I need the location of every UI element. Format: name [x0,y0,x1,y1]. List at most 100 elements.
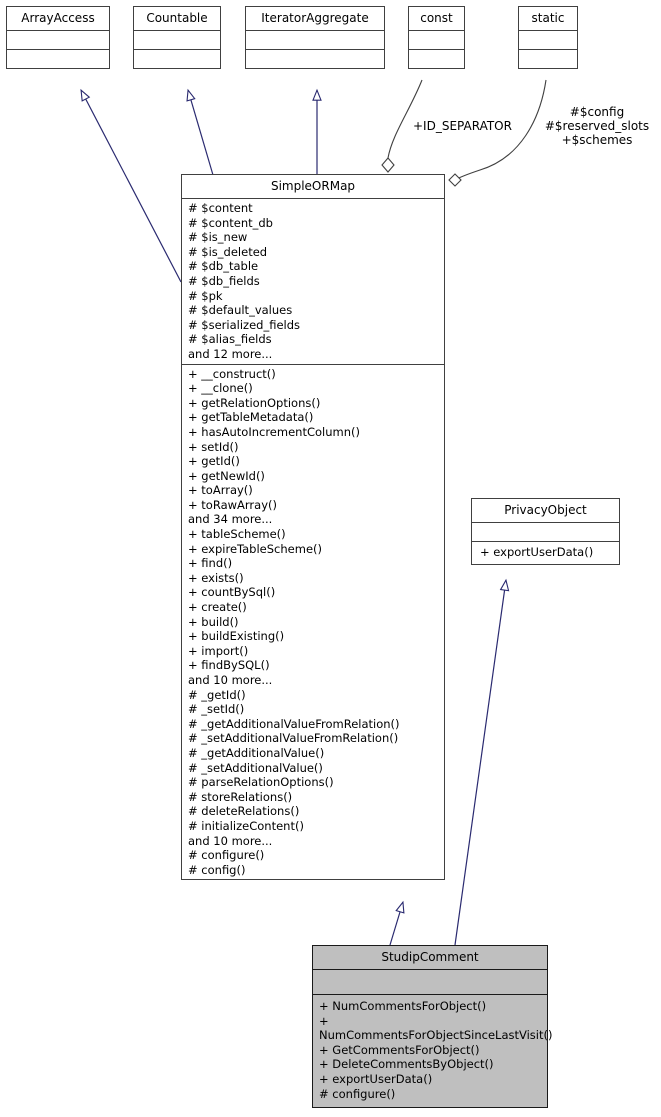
edge-studipcomment-to-privacyobject [454,578,510,946]
method-row: # _getAdditionalValue() [188,745,325,760]
method-row: + toRawArray() [188,497,277,512]
class-title: StudipComment [381,950,479,964]
compartment-divider [182,198,444,199]
method-row: # config() [188,862,246,877]
attributes-compartment [472,523,619,541]
method-row: + DeleteCommentsByObject() [319,1057,494,1072]
methods-compartment: + exportUserData() [472,542,619,564]
class-box-iterator-aggregate[interactable]: IteratorAggregate [245,6,385,69]
edge-studipcomment-to-simpleormap [389,900,405,946]
method-row: + getRelationOptions() [188,395,321,410]
method-row: + toArray() [188,483,253,498]
edge-label-static-members: #$config #$reserved_slots +$schemes [536,105,658,147]
method-row: + findBySQL() [188,658,270,673]
class-box-simple-ormap[interactable]: SimpleORMap # $content # $content_db # $… [181,174,445,881]
attribute-row: # $db_fields [188,273,260,288]
method-row: + GetCommentsForObject() [319,1042,480,1057]
class-box-countable[interactable]: Countable [133,6,221,69]
method-row: + tableScheme() [188,527,286,542]
attributes-compartment [519,31,577,49]
method-more-row: and 34 more... [188,512,273,527]
method-row: # configure() [188,848,265,863]
methods-compartment: + __construct() + __clone() + getRelatio… [182,365,444,880]
attributes-compartment [7,31,109,49]
class-title: static [531,11,565,25]
class-box-const[interactable]: const [408,6,465,69]
method-row: + find() [188,556,233,571]
compartment-divider [246,30,384,31]
compartment-divider [313,969,547,970]
compartment-divider [519,49,577,50]
class-box-studip-comment[interactable]: StudipComment + NumCommentsForObject() +… [312,945,553,1109]
attributes-compartment: # $content # $content_db # $is_new # $is… [182,199,444,364]
class-box-array-access[interactable]: ArrayAccess [6,6,110,69]
attribute-row: # $serialized_fields [188,317,301,332]
method-row: + exists() [188,570,244,585]
edge-const-to-simpleormap [387,79,423,159]
method-row: + buildExisting() [188,629,285,644]
method-row: # deleteRelations() [188,804,300,819]
attributes-compartment [134,31,220,49]
method-row: # initializeContent() [188,818,304,833]
class-box-privacy-object[interactable]: PrivacyObject + exportUserData() [471,498,620,565]
method-row: # storeRelations() [188,789,293,804]
methods-compartment [246,50,384,68]
method-row: + exportUserData() [319,1071,433,1086]
attributes-compartment [313,970,547,994]
method-row: # _setId() [188,702,245,717]
method-row: # _setAdditionalValueFromRelation() [188,731,399,746]
methods-compartment [409,50,464,68]
methods-compartment [519,50,577,68]
method-row: + getId() [188,454,240,469]
class-title: IteratorAggregate [261,11,369,25]
class-title: SimpleORMap [270,179,356,193]
method-row: + countBySql() [188,585,276,600]
method-row: # parseRelationOptions() [188,775,334,790]
methods-compartment [7,50,109,68]
method-row: + import() [188,643,249,658]
edge-label-id-separator: +ID_SEPARATOR [413,119,512,133]
method-row: + expireTableScheme() [188,541,322,556]
edge-label-line: #$config [569,105,625,119]
compartment-divider [409,30,464,31]
methods-compartment [134,50,220,68]
attributes-compartment [246,31,384,49]
methods-compartment: + NumCommentsForObject() + NumCommentsFo… [313,995,553,1107]
attribute-row: # $is_deleted [188,244,268,259]
compartment-divider [472,541,619,542]
method-row: + __clone() [188,381,253,396]
method-row: + NumCommentsForObject() [319,999,487,1013]
attribute-row: # $alias_fields [188,332,272,347]
method-row: # _getAdditionalValueFromRelation() [188,716,400,731]
method-row: + NumCommentsForObjectSinceLastVisit() [319,1013,553,1043]
edge-label-line: #$reserved_slots [544,119,650,133]
method-row: + getNewId() [188,468,265,483]
attribute-row: # $content_db [188,215,273,230]
compartment-divider [313,994,547,995]
method-row: + create() [188,600,247,615]
attribute-row: # $default_values [188,303,293,318]
compartment-divider [134,30,220,31]
edge-simpleormap-to-arrayaccess [80,88,182,283]
attribute-row: # $pk [188,288,223,303]
method-more-row: and 10 more... [188,833,273,848]
compartment-divider [409,49,464,50]
compartment-divider [246,49,384,50]
compartment-divider [472,522,619,523]
edge-simpleormap-to-countable [186,88,214,176]
method-row: # _setAdditionalValue() [188,760,323,775]
method-row: + getTableMetadata() [188,410,314,425]
compartment-divider [7,30,109,31]
attribute-row: # $is_new [188,230,248,245]
attribute-row: # $db_table [188,259,259,274]
method-row: + build() [188,614,239,629]
method-row: + __construct() [188,366,276,381]
method-row: + hasAutoIncrementColumn() [188,424,360,439]
class-title: Countable [146,11,208,25]
attribute-row: # $content [188,201,253,215]
method-row: + exportUserData() [480,545,594,559]
compartment-divider [134,49,220,50]
compartment-divider [7,49,109,50]
class-box-static[interactable]: static [518,6,578,69]
